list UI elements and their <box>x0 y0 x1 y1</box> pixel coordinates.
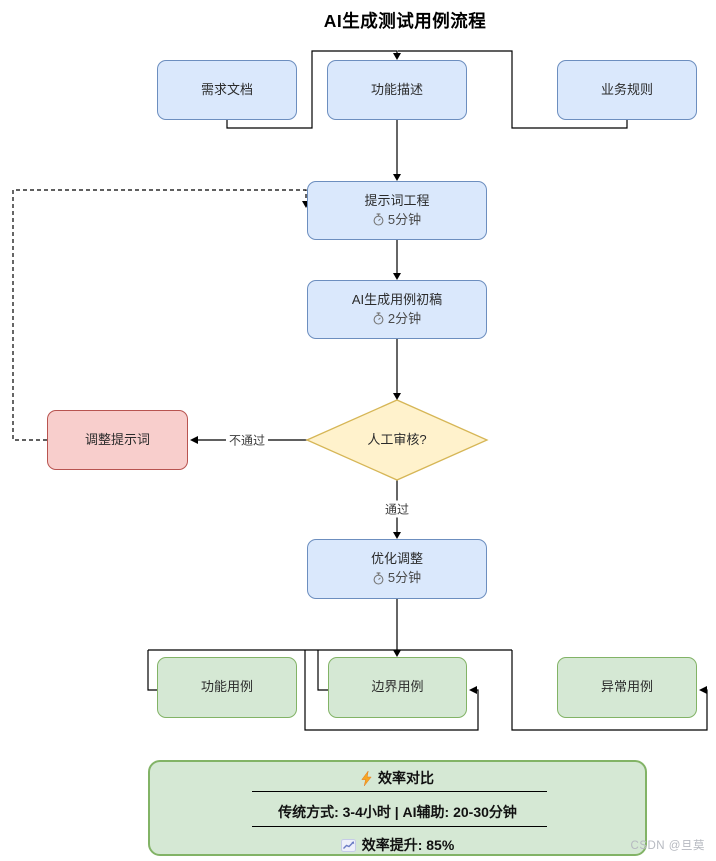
duration-text: 5分钟 <box>387 570 422 585</box>
duration-text: 5分钟 <box>387 211 422 227</box>
divider <box>252 791 547 792</box>
node-ai-draft: AI生成用例初稿 2分钟 <box>307 280 487 339</box>
node-requirements-doc: 需求文档 <box>157 60 297 120</box>
edge-label-fail: 不通过 <box>225 431 269 449</box>
stopwatch-icon <box>373 572 384 585</box>
node-label: 优化调整 <box>370 551 423 567</box>
duration: 5分钟 <box>373 570 421 587</box>
stopwatch-icon <box>373 213 384 226</box>
node-label: 功能用例 <box>200 679 253 695</box>
node-label: 调整提示词 <box>84 431 150 447</box>
efficiency-summary-card: 效率对比 传统方式: 3-4小时 | AI辅助: 20-30分钟 效率提升: 8… <box>148 760 647 856</box>
node-boundary-cases: 边界用例 <box>328 657 467 718</box>
node-label: 边界用例 <box>371 679 424 695</box>
chart-increasing-icon <box>340 838 356 852</box>
duration: 5分钟 <box>373 212 421 229</box>
node-label: 提示词工程 <box>364 192 430 208</box>
stopwatch-icon <box>373 312 384 325</box>
node-label: AI生成用例初稿 <box>351 291 443 307</box>
node-label: 需求文档 <box>200 81 253 97</box>
efficiency-title-row: 效率对比 <box>150 768 645 788</box>
node-optimize-adjust: 优化调整 5分钟 <box>307 539 487 599</box>
node-adjust-prompt: 调整提示词 <box>47 410 188 470</box>
node-label: 功能描述 <box>370 81 423 97</box>
lightning-bolt-icon <box>361 770 372 786</box>
efficiency-comparison-row: 传统方式: 3-4小时 | AI辅助: 20-30分钟 <box>150 802 645 822</box>
node-functional-cases: 功能用例 <box>157 657 297 718</box>
duration-text: 2分钟 <box>387 310 422 326</box>
node-feature-description: 功能描述 <box>327 60 467 120</box>
decision-label: 人工审核? <box>367 431 427 447</box>
divider <box>252 826 547 827</box>
node-label: 异常用例 <box>600 679 653 695</box>
node-exception-cases: 异常用例 <box>557 657 697 718</box>
efficiency-result: 效率提升: 85% <box>361 837 455 853</box>
node-label: 业务规则 <box>600 81 653 97</box>
efficiency-title: 效率对比 <box>378 770 434 786</box>
watermark: CSDN @旦莫 <box>630 840 705 852</box>
duration: 2分钟 <box>373 311 421 328</box>
edge-label-pass: 通过 <box>381 500 413 518</box>
efficiency-result-row: 效率提升: 85% <box>150 835 645 855</box>
page-title: AI生成测试用例流程 <box>323 11 487 31</box>
node-business-rules: 业务规则 <box>557 60 697 120</box>
efficiency-comparison: 传统方式: 3-4小时 | AI辅助: 20-30分钟 <box>278 804 517 820</box>
decision-manual-review: 人工审核? <box>307 400 487 480</box>
node-prompt-engineering: 提示词工程 5分钟 <box>307 181 487 240</box>
